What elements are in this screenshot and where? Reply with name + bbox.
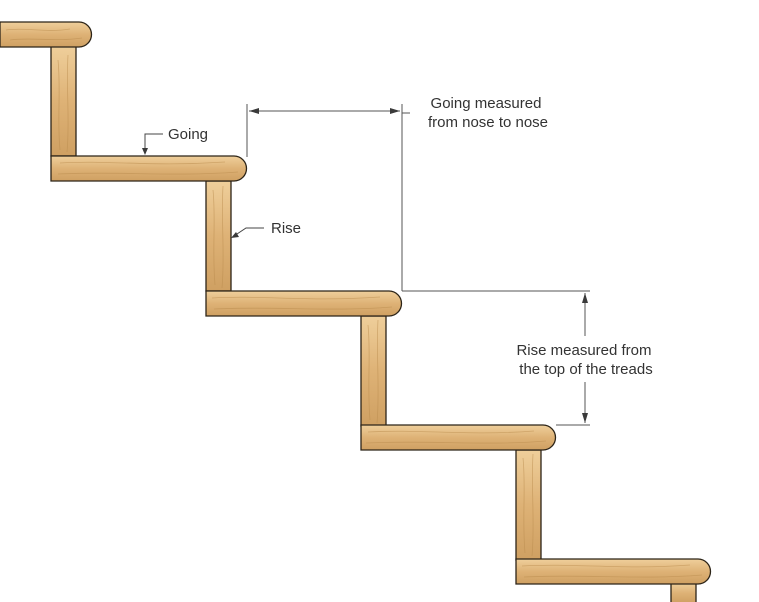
- rise-arrowhead-top: [582, 293, 588, 303]
- treads: [0, 21, 712, 585]
- riser-3: [360, 315, 387, 427]
- riser-2: [205, 180, 232, 292]
- rise-arrowhead-bottom: [582, 413, 588, 423]
- rise-measured-label-line2: the top of the treads: [519, 361, 652, 378]
- riser-4: [515, 449, 542, 561]
- annotations: Going Rise Going measured from nose to n…: [168, 95, 653, 378]
- going-dimension: [246, 104, 410, 291]
- going-leader: [144, 133, 163, 152]
- leaders: [142, 133, 264, 238]
- rise-leader-arrowhead: [231, 232, 239, 238]
- rise-dimension: [402, 290, 590, 426]
- risers: [50, 45, 697, 602]
- going-measured-label-line2: from nose to nose: [428, 114, 548, 131]
- riser-5: [670, 582, 697, 602]
- wood-grain: [5, 28, 703, 578]
- going-leader-arrowhead: [142, 148, 148, 155]
- going-arrowhead-left: [249, 108, 259, 114]
- tread-3: [205, 290, 403, 317]
- tread-5: [515, 558, 712, 585]
- tread-4: [360, 424, 557, 451]
- rise-leader: [233, 227, 264, 237]
- riser-1: [50, 45, 77, 157]
- going-measured-label-line1: Going measured: [431, 95, 542, 112]
- tread-2: [50, 155, 248, 182]
- going-arrowhead-right: [390, 108, 400, 114]
- rise-label: Rise: [271, 220, 301, 237]
- tread-1: [0, 21, 93, 48]
- going-label: Going: [168, 126, 208, 143]
- rise-measured-label-line1: Rise measured from: [516, 342, 651, 359]
